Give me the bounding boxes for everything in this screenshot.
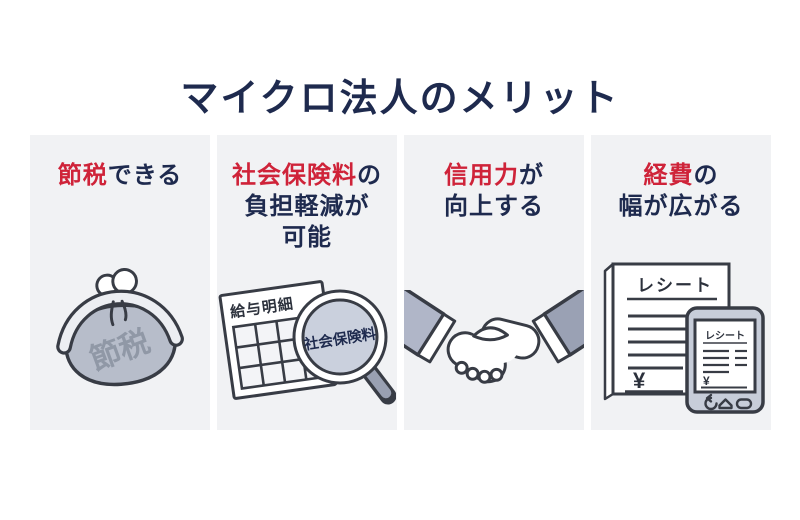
card-tax-saving-highlight: 節税 <box>57 162 108 189</box>
card-social-insurance: 社会保険料の負担軽減が可能 給与明細 社会保険料 <box>217 135 397 430</box>
card-expenses: 経費の幅が広がる レシート ¥ レシート <box>591 135 771 430</box>
merit-cards-row: 節税できる 節税 社会保険料の負担軽減が可能 <box>30 135 771 430</box>
card-tax-saving-title: 節税できる <box>30 135 210 191</box>
card-credibility-line2: 向上する <box>444 193 544 220</box>
receipt-title: レシート <box>637 276 713 295</box>
card-social-insurance-line3: 可能 <box>282 224 332 251</box>
receipt-smartphone-icon: レシート ¥ レシート <box>595 258 767 414</box>
card-expenses-title: 経費の幅が広がる <box>591 135 771 222</box>
card-expenses-rest1: の <box>693 162 719 189</box>
card-tax-saving-rest: できる <box>107 162 183 189</box>
card-expenses-highlight: 経費 <box>643 162 694 189</box>
card-social-insurance-line2: 負担軽減が <box>244 193 370 220</box>
handshake-icon <box>404 290 584 386</box>
page-title: マイクロ法人のメリット <box>180 78 620 121</box>
card-credibility-highlight: 信用力 <box>444 162 519 189</box>
phone-nav-buttons <box>704 393 753 411</box>
coin-purse-icon: 節税 <box>56 268 184 396</box>
phone-currency: ¥ <box>703 374 710 388</box>
payslip-magnifier-icon: 給与明細 社会保険料 <box>218 266 396 406</box>
card-social-insurance-highlight: 社会保険料 <box>232 162 357 189</box>
card-tax-saving: 節税できる 節税 <box>30 135 210 430</box>
card-social-insurance-rest1: の <box>357 162 382 189</box>
card-expenses-line2: 幅が広がる <box>618 193 744 220</box>
receipt-currency: ¥ <box>633 368 646 393</box>
card-credibility: 信用力が向上する <box>404 135 584 430</box>
card-credibility-rest1: が <box>519 162 544 189</box>
card-social-insurance-title: 社会保険料の負担軽減が可能 <box>217 135 397 253</box>
card-credibility-title: 信用力が向上する <box>404 135 584 222</box>
phone-receipt-title: レシート <box>705 330 745 342</box>
